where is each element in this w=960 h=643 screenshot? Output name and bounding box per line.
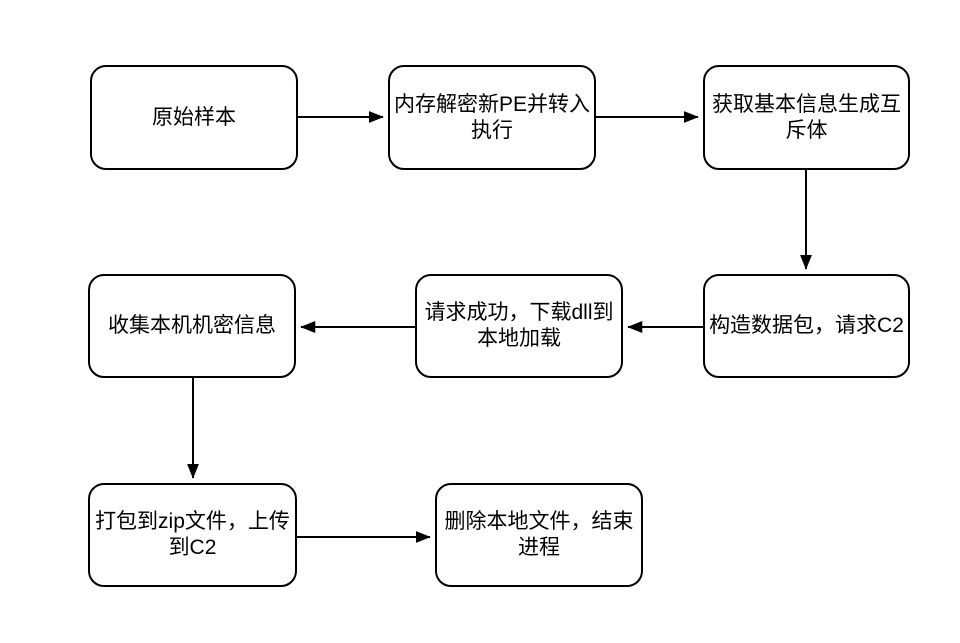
flow-node-collect-secret-info: 收集本机机密信息 — [88, 274, 296, 378]
flow-node-label: 构造数据包，请求C2 — [709, 314, 904, 337]
flow-node-delete-files-exit: 删除本地文件，结束 进程 — [435, 483, 643, 587]
flow-node-label: 内存解密新PE并转入 执行 — [393, 92, 590, 142]
flow-node-label: 请求成功，下载dll到 本地加载 — [424, 301, 614, 350]
flow-node-label: 打包到zip文件，上传 到C2 — [95, 510, 290, 559]
flow-node-pack-zip-upload-c2: 打包到zip文件，上传 到C2 — [88, 483, 297, 587]
flow-node-label: 原始样本 — [152, 105, 236, 129]
flow-node-download-dll-load: 请求成功，下载dll到 本地加载 — [415, 274, 623, 378]
flow-node-get-basic-info-mutex: 获取基本信息生成互 斥体 — [703, 65, 910, 170]
flow-node-label: 收集本机机密信息 — [108, 314, 276, 337]
flow-node-original-sample: 原始样本 — [90, 65, 298, 170]
flow-node-build-packet-request-c2: 构造数据包，请求C2 — [703, 274, 910, 378]
flow-node-label: 删除本地文件，结束 进程 — [444, 510, 634, 559]
flow-node-memory-decrypt-pe: 内存解密新PE并转入 执行 — [388, 65, 596, 170]
flow-node-label: 获取基本信息生成互 斥体 — [712, 92, 901, 142]
